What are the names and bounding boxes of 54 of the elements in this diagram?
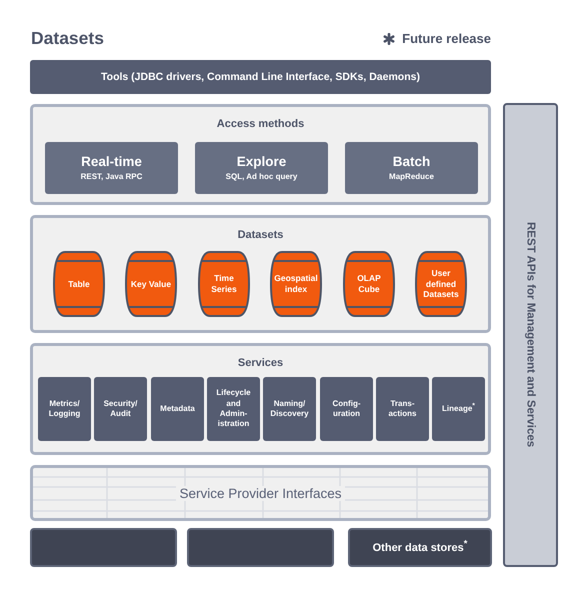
service-tile: [207, 377, 260, 441]
service-tile: [263, 377, 316, 441]
barrel-label: User defined Datasets: [422, 268, 460, 300]
layer-panel: [30, 215, 491, 333]
tile-label: Metadata: [160, 404, 195, 414]
tile-label: Metrics/ Logging: [48, 398, 82, 420]
bar-text: Tools (JDBC drivers, Command Line Interface, SDKs, Daemons): [101, 71, 420, 83]
panel-heading: Access methods: [216, 118, 304, 130]
card-title: Real-time: [81, 154, 142, 170]
method-card: [345, 142, 478, 194]
tile-label: Lineage$^{*}$: [442, 404, 475, 414]
barrel-label: Table: [68, 278, 90, 290]
service-tile: [432, 377, 485, 441]
barrel-label: Geospatial index: [274, 273, 318, 295]
tile-label: Trans- actions: [387, 398, 418, 420]
tile-label: Config- uration: [332, 398, 362, 420]
empty-tile: [187, 528, 334, 567]
diagram-title: Datasets: [31, 28, 104, 49]
service-tile: [320, 377, 373, 441]
barrel-shape: [53, 251, 105, 317]
panel-label: Service Provider Interfaces: [176, 486, 345, 500]
tile-label: Lifecycle and Admin- istration: [215, 388, 252, 430]
barrel-label: Key Value: [130, 278, 172, 290]
card-subtitle: REST, Java RPC: [80, 172, 142, 182]
card-subtitle: MapReduce: [389, 172, 434, 182]
tile-label: Naming/ Discovery: [269, 398, 310, 420]
tile-label: Other data stores$^{*}$: [372, 542, 468, 554]
barrel-shape: [415, 251, 467, 317]
method-card: [45, 142, 178, 194]
barrel-label: Time Series: [210, 273, 238, 295]
barrel-label: OLAP Cube: [356, 273, 382, 295]
panel-heading: Datasets: [238, 229, 284, 241]
barrel-shape: [270, 251, 322, 317]
barrel-shape: [343, 251, 395, 317]
barrel-shape: [198, 251, 250, 317]
card-title: Batch: [392, 154, 430, 170]
service-tile: [376, 377, 429, 441]
tile-label: Security/ Audit: [102, 398, 138, 420]
layer-panel: [30, 104, 491, 205]
layer-panel: [30, 343, 491, 455]
card-subtitle: SQL, Ad hoc query: [226, 172, 298, 182]
card-title: Explore: [236, 154, 286, 170]
service-tile: [94, 377, 147, 441]
service-tile: [151, 377, 204, 441]
method-card: [195, 142, 328, 194]
storage-tile: [348, 528, 492, 567]
empty-tile: [30, 528, 177, 567]
side-bar: [503, 103, 558, 567]
vertical-label: REST APIs for Management and Services: [524, 222, 536, 448]
service-tile: [38, 377, 91, 441]
barrel-shape: [125, 251, 177, 317]
legend-text: Future release: [402, 31, 491, 46]
panel-heading: Services: [238, 357, 284, 369]
tools-bar: [30, 60, 491, 94]
